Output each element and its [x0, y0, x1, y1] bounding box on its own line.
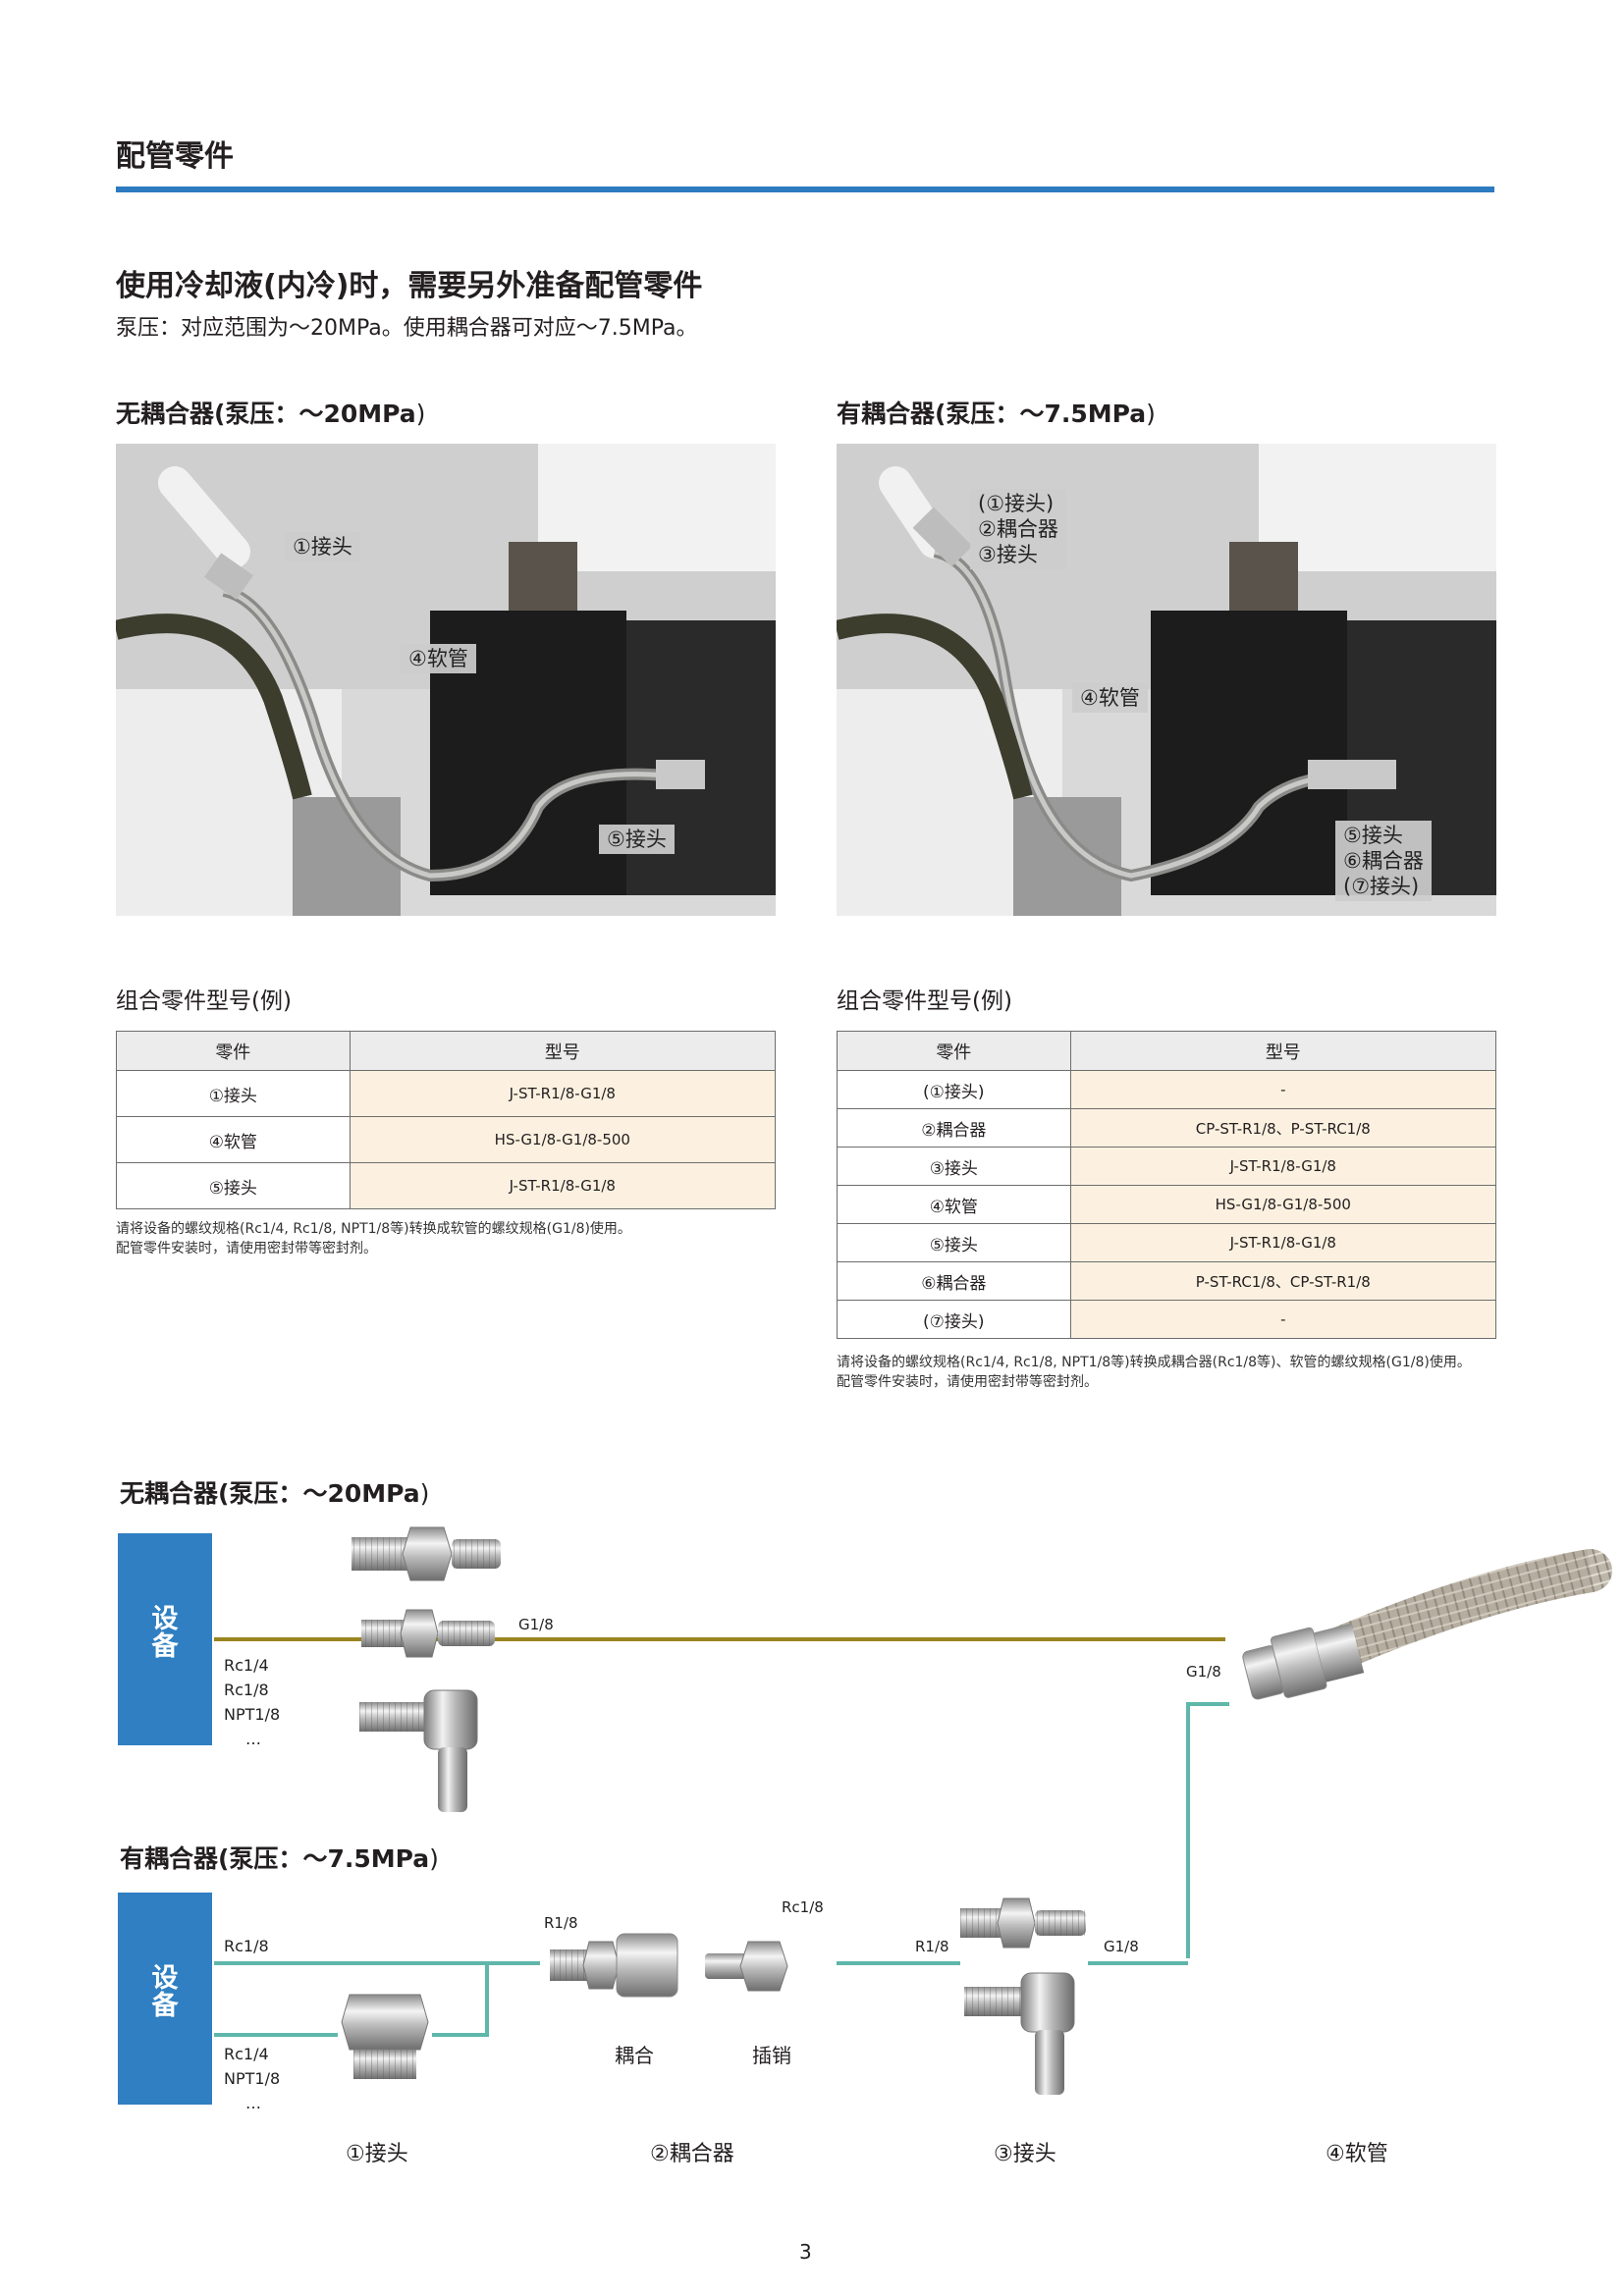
callout-joint-5: ⑤接头 — [599, 825, 675, 854]
model-cell: J-ST-R1/8-G1/8 — [349, 1070, 777, 1117]
model-cell: - — [1069, 1070, 1497, 1109]
part-cell: ②耦合器 — [837, 1108, 1071, 1148]
right-table-title: 组合零件型号(例) — [837, 988, 1012, 1014]
part-cell: ①接头 — [116, 1070, 351, 1117]
adapter-straight-fitting — [352, 1526, 501, 1581]
caption-coupler-2: ②耦合器 — [650, 2142, 734, 2166]
pipe-thread-label: G1/8 — [518, 1616, 554, 1633]
line-to-hose — [1186, 1702, 1229, 1958]
intro-heading: 使用冷却液(内冷)时，需要另外准备配管零件 — [116, 269, 703, 303]
table-header-model: 型号 — [1069, 1031, 1497, 1071]
right-panel-heading: 有耦合器(泵压：～7.5MPa) — [837, 400, 1156, 428]
table-header-part: 零件 — [837, 1031, 1071, 1071]
diagram-heading-with-coupler: 有耦合器(泵压：～7.5MPa) — [120, 1844, 439, 1873]
right-note: 请将设备的螺纹规格(Rc1/4, Rc1/8, NPT1/8等)转换成耦合器(R… — [837, 1355, 1471, 1390]
model-cell: J-ST-R1/8-G1/8 — [1069, 1147, 1497, 1186]
left-note: 请将设备的螺纹规格(Rc1/4, Rc1/8, NPT1/8等)转换成软管的螺纹… — [116, 1221, 631, 1256]
device-box-with-coupler: 设 备 — [118, 1893, 212, 2105]
right-parts-table: 零件 型号 (①接头) - ②耦合器 CP-ST-R1/8、P-ST-RC1/8… — [837, 1031, 1497, 1339]
adapter-straight-fitting — [361, 1609, 495, 1658]
device-thread-top: Rc1/8 — [224, 1937, 269, 1955]
part-cell: ⑥耦合器 — [837, 1261, 1071, 1301]
caption-joint-1: ①接头 — [346, 2142, 408, 2166]
adapter-straight-fitting — [960, 1897, 1086, 1949]
model-cell: - — [1069, 1300, 1497, 1339]
model-cell: HS-G1/8-G1/8-500 — [1069, 1185, 1497, 1224]
device-threads-bottom: Rc1/4 NPT1/8 … — [224, 2045, 281, 2112]
table-row: ④软管 HS-G1/8-G1/8-500 — [837, 1185, 1497, 1224]
plug-thread-label: Rc1/8 — [782, 1898, 824, 1916]
model-cell: HS-G1/8-G1/8-500 — [349, 1116, 777, 1163]
part-cell: (⑦接头) — [837, 1300, 1071, 1339]
callout-hose-4: ④软管 — [1072, 683, 1148, 713]
left-table-title: 组合零件型号(例) — [116, 988, 292, 1014]
elbow-fitting — [359, 1689, 478, 1812]
piping-diagram — [214, 1526, 1612, 2095]
device-box-no-coupler: 设 备 — [118, 1533, 212, 1745]
coupler-socket — [550, 1933, 678, 1998]
table-row: (⑦接头) - — [837, 1300, 1497, 1339]
callout-group-top: (①接头) ②耦合器 ③接头 — [970, 489, 1066, 569]
braided-hose — [1242, 1549, 1612, 1700]
table-row: (①接头) - — [837, 1070, 1497, 1109]
page-title: 配管零件 — [116, 139, 234, 174]
coupler-plug — [705, 1941, 788, 1992]
part-cell: (①接头) — [837, 1070, 1071, 1109]
machine-illustration — [116, 444, 776, 916]
hose-thread-label: G1/8 — [1186, 1663, 1221, 1681]
table-row: ③接头 J-ST-R1/8-G1/8 — [837, 1147, 1497, 1186]
page-number: 3 — [799, 2240, 812, 2264]
table-row: ④软管 HS-G1/8-G1/8-500 — [116, 1116, 777, 1163]
machine-photo-no-coupler: ①接头 ④软管 ⑤接头 — [116, 444, 776, 916]
table-row: ⑤接头 J-ST-R1/8-G1/8 — [837, 1223, 1497, 1262]
reducer-fitting — [341, 1994, 429, 2079]
part-cell: ⑤接头 — [837, 1223, 1071, 1262]
table-header-part: 零件 — [116, 1031, 351, 1071]
part-cell: ③接头 — [837, 1147, 1071, 1186]
coupler-label: 耦合 — [615, 2044, 654, 2067]
device-threads-no-coupler: Rc1/4 Rc1/8 NPT1/8 … — [224, 1656, 281, 1748]
coupler-thread-label: R1/8 — [544, 1914, 578, 1932]
part-cell: ④软管 — [116, 1116, 351, 1163]
caption-joint-3: ③接头 — [994, 2142, 1056, 2166]
title-divider — [116, 187, 1494, 192]
model-cell: P-ST-RC1/8、CP-ST-R1/8 — [1069, 1261, 1497, 1301]
callout-joint-1: ①接头 — [285, 532, 360, 561]
callout-group-bottom: ⑤接头 ⑥耦合器 (⑦接头) — [1335, 821, 1432, 901]
table-row: ⑥耦合器 P-ST-RC1/8、CP-ST-R1/8 — [837, 1261, 1497, 1301]
table-row: ①接头 J-ST-R1/8-G1/8 — [116, 1070, 777, 1117]
left-panel-heading: 无耦合器(泵压：～20MPa) — [116, 400, 426, 428]
line-merge — [432, 1963, 489, 2037]
part-cell: ④软管 — [837, 1185, 1071, 1224]
table-header-model: 型号 — [349, 1031, 777, 1071]
caption-hose-4: ④软管 — [1326, 2142, 1388, 2166]
diagram-heading-no-coupler: 无耦合器(泵压：～20MPa) — [120, 1479, 430, 1508]
machine-photo-with-coupler: (①接头) ②耦合器 ③接头 ④软管 ⑤接头 ⑥耦合器 (⑦接头) — [837, 444, 1496, 916]
joint3-out-thread-label: G1/8 — [1104, 1938, 1139, 1955]
callout-hose-4: ④软管 — [401, 644, 476, 673]
elbow-fitting — [964, 1972, 1075, 2095]
plug-label: 插销 — [752, 2044, 791, 2067]
intro-description: 泵压：对应范围为～20MPa。使用耦合器可对应～7.5MPa。 — [116, 316, 698, 341]
left-parts-table: 零件 型号 ①接头 J-ST-R1/8-G1/8 ④软管 HS-G1/8-G1/… — [116, 1031, 777, 1209]
table-row: ②耦合器 CP-ST-R1/8、P-ST-RC1/8 — [837, 1108, 1497, 1148]
model-cell: J-ST-R1/8-G1/8 — [1069, 1223, 1497, 1262]
model-cell: J-ST-R1/8-G1/8 — [349, 1162, 777, 1209]
joint3-in-thread-label: R1/8 — [915, 1938, 949, 1955]
part-cell: ⑤接头 — [116, 1162, 351, 1209]
model-cell: CP-ST-R1/8、P-ST-RC1/8 — [1069, 1108, 1497, 1148]
table-row: ⑤接头 J-ST-R1/8-G1/8 — [116, 1162, 777, 1209]
